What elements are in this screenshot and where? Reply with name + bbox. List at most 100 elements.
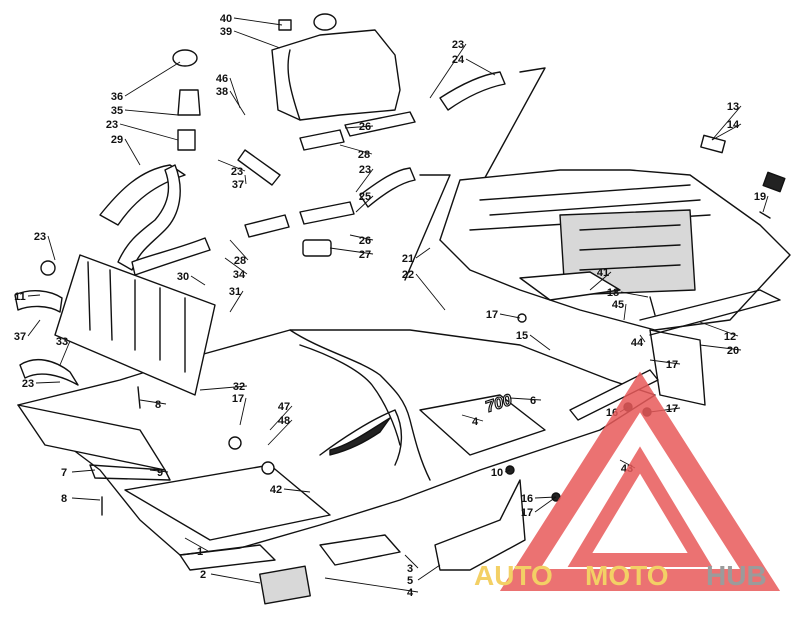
- callout-number: 32: [233, 381, 245, 393]
- callout-number: 24: [452, 54, 465, 66]
- callout-number: 23: [34, 231, 46, 243]
- decal-13: [700, 134, 726, 154]
- watermark-triangle-outer: [499, 371, 781, 591]
- leader-line: [404, 554, 419, 569]
- leader-line: [329, 247, 374, 255]
- coolant-tank: [271, 13, 401, 121]
- callout-number: 18: [607, 287, 619, 299]
- leader-line: [504, 469, 511, 473]
- callout-number: 33: [56, 336, 68, 348]
- leader-line: [649, 359, 681, 365]
- leader-line: [119, 123, 179, 141]
- leader-line: [267, 419, 293, 446]
- callout-number: 17: [486, 309, 498, 321]
- leader-line: [149, 469, 169, 473]
- leader-line: [229, 239, 249, 261]
- callout-number: 31: [229, 286, 241, 298]
- callout-number: 41: [597, 267, 609, 279]
- leader-line: [283, 488, 311, 493]
- heat-exchanger-panel: [54, 254, 216, 396]
- leader-line: [534, 496, 557, 513]
- leader-line: [355, 168, 374, 193]
- leader-line: [27, 319, 41, 337]
- watermark: AUTO MOTO HUB: [474, 371, 781, 591]
- callout-number: 26: [359, 121, 371, 133]
- leader-line: [349, 234, 374, 241]
- callout-number: 2: [200, 569, 206, 581]
- callout-number: 19: [754, 191, 766, 203]
- callout-number: 22: [402, 269, 414, 281]
- leader-line: [529, 334, 551, 351]
- callout-number: 34: [233, 269, 246, 281]
- callout-number: 15: [516, 330, 528, 342]
- callout-number: 13: [727, 101, 739, 113]
- callout-number: 28: [358, 149, 370, 161]
- decal-14: [762, 171, 786, 193]
- callout-number: 9: [157, 467, 163, 479]
- front-bumper-assembly: [439, 169, 791, 406]
- leader-line: [239, 397, 247, 426]
- callout-number: 12: [724, 331, 736, 343]
- callout-number: 46: [216, 73, 228, 85]
- leader-line: [269, 405, 293, 431]
- leader-line: [229, 290, 244, 313]
- callout-number: 14: [727, 119, 740, 131]
- callout-number: 47: [278, 401, 290, 413]
- callout-number: 21: [402, 253, 414, 265]
- watermark-word-moto: MOTO: [585, 560, 668, 591]
- callout-number: 3: [407, 563, 413, 575]
- callout-number: 29: [111, 134, 123, 146]
- callout-number: 6: [530, 395, 536, 407]
- leader-line: [415, 247, 431, 259]
- callout-number: 4: [472, 416, 479, 428]
- leader-line: [429, 43, 467, 99]
- callout-number: 5: [407, 575, 413, 587]
- leader-line: [344, 125, 374, 129]
- leader-line: [534, 496, 557, 499]
- leader-line: [762, 195, 769, 213]
- leader-line: [244, 174, 247, 185]
- leader-line: [339, 144, 373, 155]
- leader-line: [59, 340, 71, 366]
- callout-number: 8: [155, 399, 161, 411]
- callout-number: 1: [197, 546, 203, 558]
- leader-lines: [27, 17, 769, 593]
- callout-number: 27: [359, 249, 371, 261]
- leader-line: [190, 275, 206, 286]
- leader-line: [324, 577, 419, 593]
- callout-number: 35: [111, 105, 123, 117]
- callout-number: 20: [727, 345, 739, 357]
- leader-line: [124, 138, 141, 166]
- leader-line: [639, 334, 646, 343]
- connector-tubes: [237, 71, 506, 257]
- leader-line: [711, 123, 742, 141]
- leader-line: [184, 537, 209, 552]
- leader-line: [229, 77, 241, 109]
- callout-number: 23: [359, 164, 371, 176]
- leader-line: [139, 399, 167, 405]
- callout-number: 38: [216, 86, 228, 98]
- leader-line: [620, 291, 649, 298]
- callout-number: 17: [666, 403, 678, 415]
- leader-line: [35, 381, 61, 384]
- leader-line: [711, 105, 742, 141]
- callout-number: 23: [452, 39, 464, 51]
- leader-line: [233, 30, 281, 49]
- callout-number: 10: [491, 467, 503, 479]
- watermark-word-hub: HUB: [706, 560, 767, 591]
- bottom-pan: [17, 404, 401, 605]
- callout-number: 4: [407, 587, 414, 599]
- callout-number: 39: [220, 26, 232, 38]
- callout-number: 17: [232, 393, 244, 405]
- callout-number: 45: [612, 299, 624, 311]
- callout-number: 40: [220, 13, 232, 25]
- callout-number: 17: [666, 359, 678, 371]
- callout-number: 23: [22, 378, 34, 390]
- leader-line: [47, 235, 56, 261]
- leader-line: [224, 257, 248, 275]
- leader-line: [199, 385, 248, 391]
- callout-number: 16: [521, 493, 533, 505]
- leader-line: [623, 303, 627, 321]
